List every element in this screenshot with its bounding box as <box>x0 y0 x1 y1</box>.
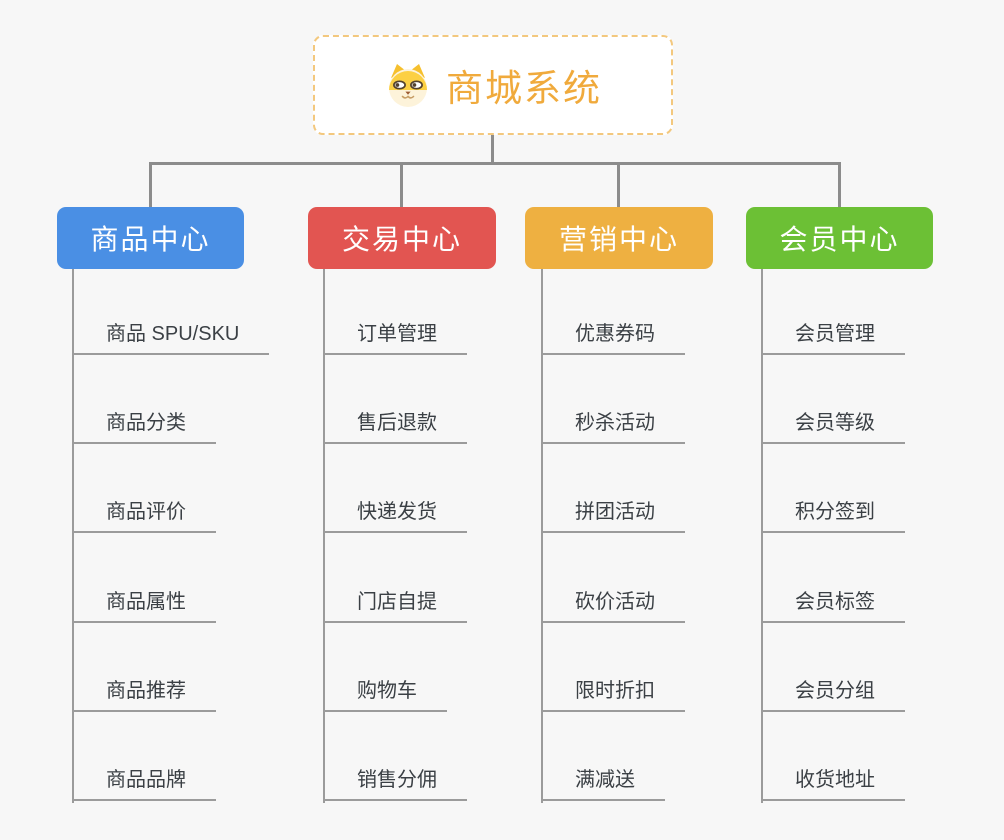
root-topic-label: 商城系统 <box>446 68 602 109</box>
mindmap-topic[interactable]: 商品品牌 <box>72 765 216 801</box>
mindmap-topic[interactable]: 快递发货 <box>323 497 467 533</box>
connector-drop-trade <box>400 165 403 207</box>
mindmap-topic[interactable]: 会员分组 <box>761 676 905 712</box>
mindmap-topic[interactable]: 商品推荐 <box>72 676 216 712</box>
mindmap-topic[interactable]: 满减送 <box>541 765 665 801</box>
branch-spine <box>761 269 763 803</box>
branch-spine <box>323 269 325 803</box>
mindmap-topic[interactable]: 门店自提 <box>323 587 467 623</box>
mindmap-topic[interactable]: 商品分类 <box>72 408 216 444</box>
mindmap-topic[interactable]: 收货地址 <box>761 765 905 801</box>
branch-header-marketing-center[interactable]: 营销中心 <box>525 207 713 269</box>
mindmap-topic[interactable]: 会员管理 <box>761 319 905 355</box>
branch-header-member-center[interactable]: 会员中心 <box>746 207 933 269</box>
mindmap-topic[interactable]: 商品属性 <box>72 587 216 623</box>
connector-rail <box>149 162 841 165</box>
mindmap-topic[interactable]: 购物车 <box>323 676 447 712</box>
mindmap-topic[interactable]: 商品评价 <box>72 497 216 533</box>
connector-drop-marketing <box>617 165 620 207</box>
connector-drop-product <box>149 165 152 207</box>
connector-drop-member <box>838 165 841 207</box>
mindmap-topic[interactable]: 订单管理 <box>323 319 467 355</box>
mindmap-topic[interactable]: 会员标签 <box>761 587 905 623</box>
connector-root-stem <box>491 135 494 164</box>
mindmap-topic[interactable]: 秒杀活动 <box>541 408 685 444</box>
mindmap-topic[interactable]: 售后退款 <box>323 408 467 444</box>
mindmap-topic[interactable]: 拼团活动 <box>541 497 685 533</box>
mindmap-topic[interactable]: 砍价活动 <box>541 587 685 623</box>
root-topic[interactable]: 商城系统 <box>313 35 673 135</box>
mindmap-topic[interactable]: 销售分佣 <box>323 765 467 801</box>
branch-header-trade-center[interactable]: 交易中心 <box>308 207 496 269</box>
dog-face-icon <box>389 64 427 107</box>
mindmap-topic[interactable]: 商品 SPU/SKU <box>72 319 270 355</box>
mindmap-topic[interactable]: 积分签到 <box>761 497 905 533</box>
mindmap-topic[interactable]: 会员等级 <box>761 408 905 444</box>
mindmap-topic[interactable]: 限时折扣 <box>541 676 685 712</box>
branch-header-product-center[interactable]: 商品中心 <box>57 207 244 269</box>
branch-spine <box>541 269 543 803</box>
branch-spine <box>72 269 74 803</box>
mindmap-topic[interactable]: 优惠券码 <box>541 319 685 355</box>
